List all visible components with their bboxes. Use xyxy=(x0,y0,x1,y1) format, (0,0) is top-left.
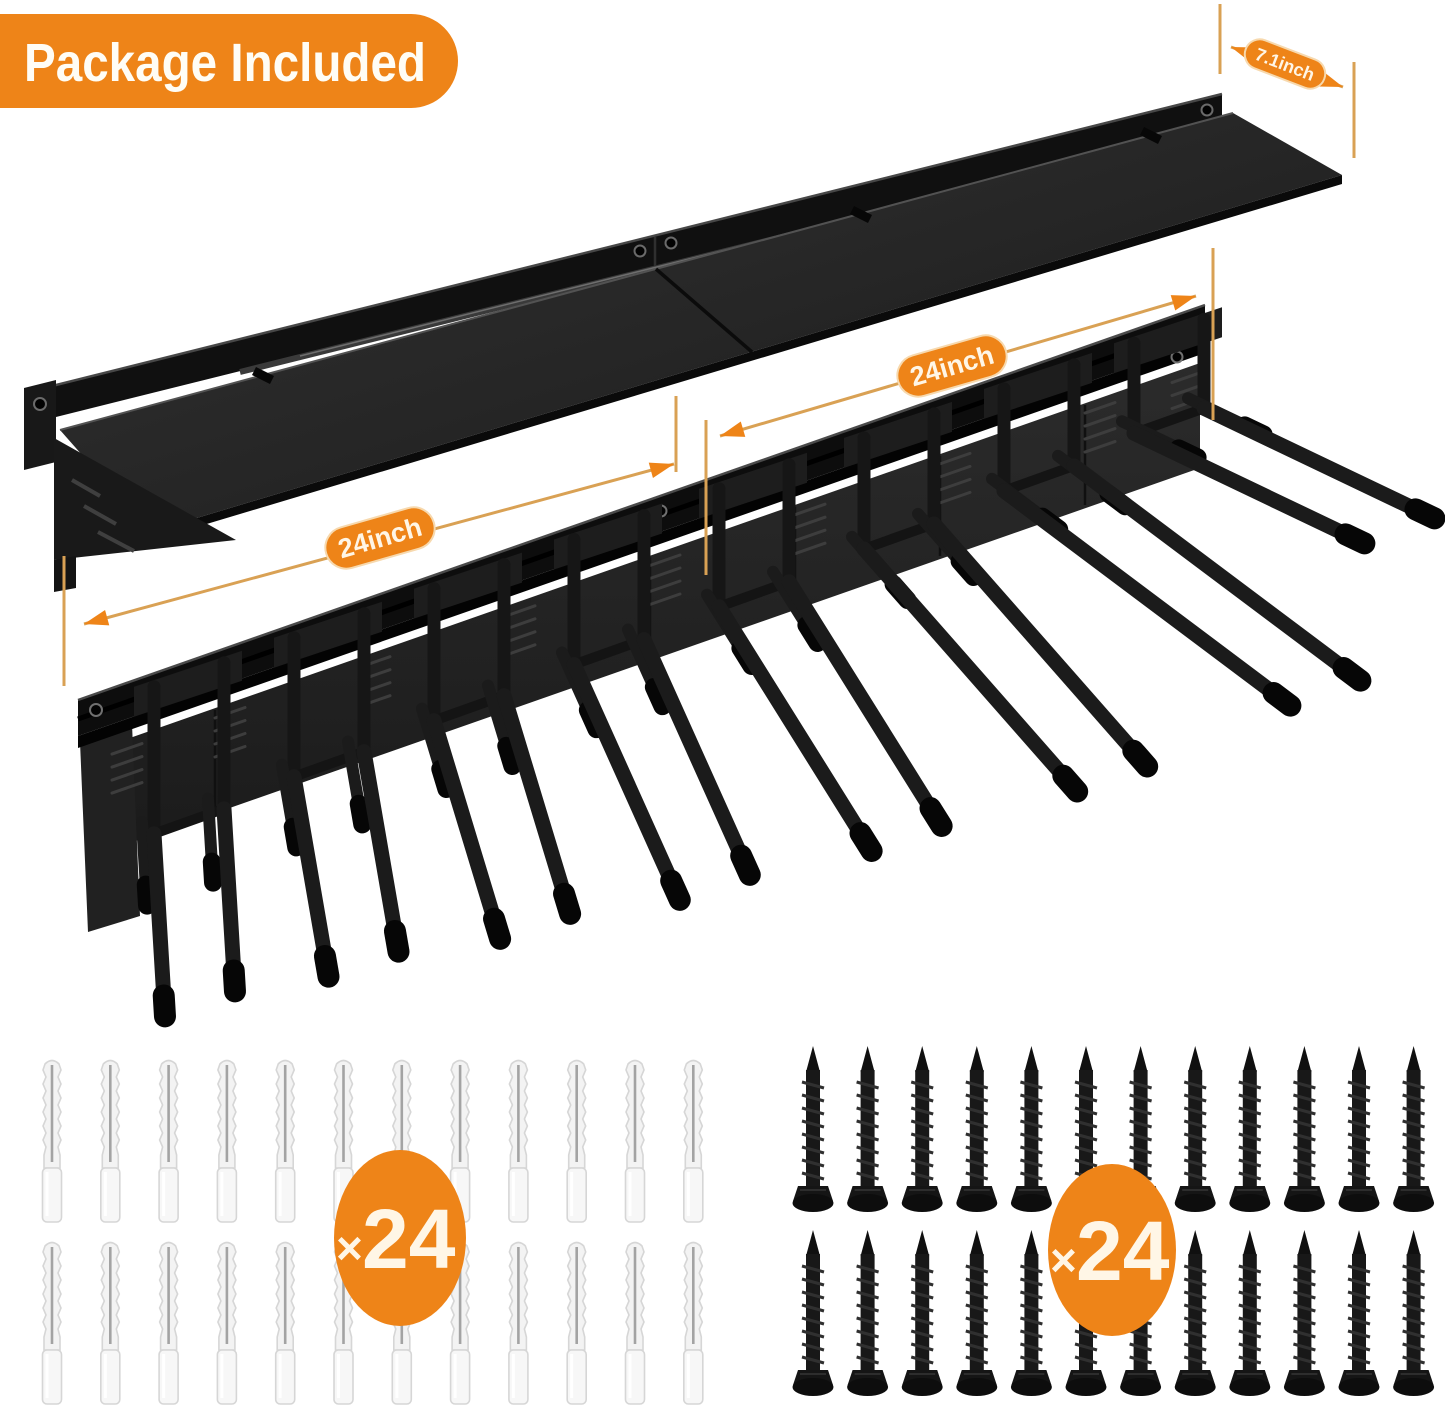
arrowhead-icon xyxy=(720,421,746,437)
wall-anchor xyxy=(682,1241,705,1406)
screw xyxy=(1337,1228,1381,1398)
left-width-dimension: 24inch xyxy=(62,396,678,686)
anchors-count-badge: × 24 xyxy=(334,1150,466,1326)
mounting-hole xyxy=(664,236,678,250)
pill-background xyxy=(1243,38,1327,90)
wall-anchor xyxy=(215,1059,238,1224)
hinge-tab xyxy=(251,366,275,385)
shelf-wall-rail xyxy=(28,94,1222,424)
tool-hook xyxy=(1114,307,1445,555)
screw xyxy=(900,1228,945,1398)
tool-hook xyxy=(699,452,953,862)
screw xyxy=(1282,1228,1327,1398)
wall-anchor xyxy=(565,1059,588,1224)
wall-anchor xyxy=(565,1241,588,1406)
wall-anchor xyxy=(274,1241,297,1406)
mounting-hole xyxy=(1200,103,1214,117)
screw xyxy=(954,1044,999,1214)
hinge-tab xyxy=(849,205,873,224)
rack-rail-highlight xyxy=(77,303,1206,702)
wall-anchor xyxy=(157,1241,180,1406)
tool-hook xyxy=(134,650,246,1028)
tool-hook xyxy=(844,401,1159,803)
banner-title: Package Included xyxy=(24,33,426,93)
screw xyxy=(1009,1044,1054,1214)
gusset-slot xyxy=(83,504,117,526)
wall-anchor xyxy=(624,1059,646,1224)
screw xyxy=(1173,1044,1218,1214)
dimension-pill-depth: 7.1inch xyxy=(1243,38,1327,90)
arrowhead-icon xyxy=(648,462,674,479)
screw xyxy=(791,1228,835,1398)
screw xyxy=(1337,1044,1381,1214)
screw xyxy=(954,1228,999,1398)
screw xyxy=(1391,1228,1436,1398)
screw xyxy=(1009,1228,1054,1398)
banner-pill xyxy=(0,14,458,108)
wall-anchor xyxy=(507,1241,530,1406)
screw xyxy=(900,1044,945,1214)
count-badge-circle xyxy=(334,1150,466,1326)
tool-hook xyxy=(414,552,582,950)
dimension-pill-left: 24inch xyxy=(324,506,436,570)
wall-anchor xyxy=(507,1059,530,1224)
screw xyxy=(1227,1228,1272,1398)
multiply-sign: × xyxy=(1050,1234,1077,1286)
screw xyxy=(845,1228,890,1398)
dimension-arrowheads xyxy=(720,295,1196,437)
mounting-hole xyxy=(89,703,103,717)
screws-count-badge: × 24 xyxy=(1048,1164,1176,1336)
mounting-hole xyxy=(33,397,47,411)
rail-left-end-plate xyxy=(24,380,56,470)
rack-left-plate xyxy=(80,724,140,932)
pill-background xyxy=(324,506,436,570)
count-badge-circle xyxy=(1048,1164,1176,1336)
screw xyxy=(1282,1044,1327,1214)
wall-anchor xyxy=(215,1241,238,1406)
shelf-section-seam xyxy=(654,267,754,354)
screws-count: 24 xyxy=(1076,1204,1170,1298)
arrowhead-icon xyxy=(1170,295,1196,311)
wall-anchor xyxy=(99,1059,122,1224)
rail-highlight xyxy=(27,92,1223,394)
wall-anchor xyxy=(41,1059,63,1224)
arrowhead-icon xyxy=(84,609,110,626)
tool-hook xyxy=(274,601,410,988)
wall-anchor xyxy=(624,1241,646,1406)
wall-anchor xyxy=(41,1241,63,1406)
shelf-illustration xyxy=(24,92,1342,592)
screw xyxy=(1227,1044,1272,1214)
shelf-back-edge xyxy=(59,112,1234,431)
tool-hook xyxy=(984,352,1372,717)
rack-illustration xyxy=(77,303,1445,1028)
pill-background xyxy=(896,334,1008,398)
wall-anchor xyxy=(99,1241,122,1406)
wall-anchor xyxy=(157,1059,180,1224)
gusset-slot xyxy=(97,530,135,553)
tool-hook xyxy=(554,503,761,911)
screw xyxy=(1391,1044,1436,1214)
screw xyxy=(1173,1228,1218,1398)
multiply-sign: × xyxy=(336,1222,363,1274)
mounting-hole xyxy=(633,244,647,258)
wall-anchor xyxy=(274,1059,297,1224)
anchors-count: 24 xyxy=(362,1192,456,1286)
dimension-arrowheads xyxy=(84,462,674,626)
screw xyxy=(791,1044,835,1214)
shelf-surface xyxy=(60,113,1342,532)
screw xyxy=(845,1044,890,1214)
rack-hooks xyxy=(134,307,1445,1028)
hinge-tab xyxy=(1139,126,1163,145)
shelf-left-gusset xyxy=(54,438,236,560)
gusset-slot xyxy=(71,478,101,498)
wall-anchor xyxy=(682,1059,705,1224)
package-banner: Package Included xyxy=(0,14,458,108)
shelf-front-lip xyxy=(150,175,1342,541)
